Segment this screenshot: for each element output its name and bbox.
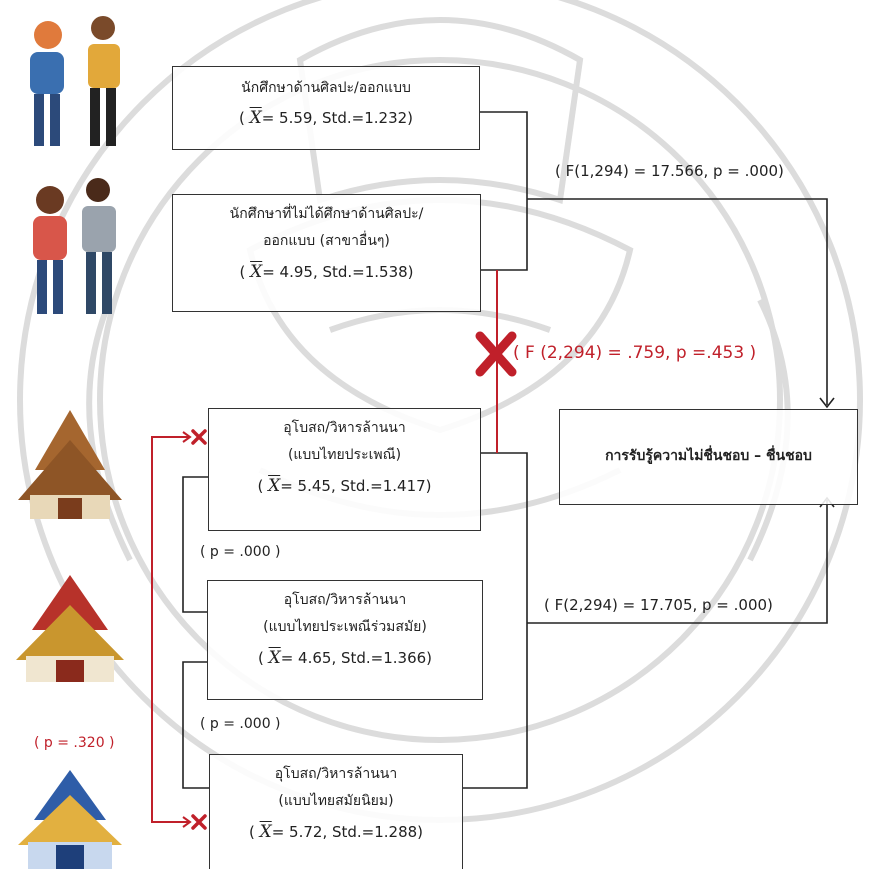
art-students-illustration (30, 16, 120, 146)
temple-traditional-stat: ( X= 5.45, Std.=1.417) (257, 475, 432, 496)
arrowheads-red (182, 431, 192, 828)
temple-traditional-label-1: อุโบสถ/วิหารล้านนา (283, 420, 406, 436)
contemporary-temple-illustration (16, 575, 124, 682)
temple-effect-stat: ( F(2,294) = 17.705, p = .000) (544, 596, 773, 614)
temple-modern-stat: ( X= 5.72, Std.=1.288) (248, 821, 424, 842)
art-students-label: นักศึกษาด้านศิลปะ/ออกแบบ (241, 80, 411, 96)
red-x-mark-icon (475, 331, 517, 377)
temple-contemporary-label-2: (แบบไทยประเพณีร่วมสมัย) (263, 619, 427, 636)
art-students-stat: ( X= 5.59, Std.=1.232) (238, 108, 414, 129)
small-red-x-mark-icon (191, 429, 207, 830)
pair-contemporary-modern-stat: ( p = .000 ) (200, 716, 281, 732)
non-art-students-label-2: ออกแบบ (สาขาอื่นๆ) (263, 233, 390, 250)
temple-contemporary-box: อุโบสถ/วิหารล้านนา (แบบไทยประเพณีร่วมสมั… (207, 580, 483, 700)
non-art-students-label-1: นักศึกษาที่ไม่ได้ศึกษาด้านศิลปะ/ (229, 206, 424, 222)
temple-modern-label-2: (แบบไทยสมัยนิยม) (278, 793, 394, 810)
outcome-box: การรับรู้ความไม่ชื่นชอบ – ชื่นชอบ (559, 409, 858, 505)
non-art-students-stat: ( X= 4.95, Std.=1.538) (239, 261, 414, 282)
temple-modern-box: อุโบสถ/วิหารล้านนา (แบบไทยสมัยนิยม) ( X=… (209, 754, 463, 869)
pair-traditional-modern-stat: ( p = .320 ) (34, 735, 115, 751)
connector-lines (182, 111, 828, 789)
temple-contemporary-label-1: อุโบสถ/วิหารล้านนา (283, 592, 407, 608)
modern-temple-illustration (18, 770, 122, 869)
outcome-label: การรับรู้ความไม่ชื่นชอบ – ชื่นชอบ (605, 448, 812, 464)
art-students-box: นักศึกษาด้านศิลปะ/ออกแบบ ( X= 5.59, Std.… (172, 66, 480, 150)
temple-contemporary-stat: ( X= 4.65, Std.=1.366) (257, 647, 433, 668)
traditional-temple-illustration (18, 410, 122, 519)
temple-modern-label-1: อุโบสถ/วิหารล้านนา (274, 766, 398, 782)
non-art-students-box: นักศึกษาที่ไม่ได้ศึกษาด้านศิลปะ/ ออกแบบ … (172, 194, 481, 312)
student-effect-stat: ( F(1,294) = 17.566, p = .000) (555, 162, 784, 180)
pair-traditional-contemporary-stat: ( p = .000 ) (200, 544, 281, 560)
non-art-students-illustration (33, 178, 116, 314)
temple-traditional-box: อุโบสถ/วิหารล้านนา (แบบไทยประเพณี) ( X= … (208, 408, 481, 531)
temple-traditional-label-2: (แบบไทยประเพณี) (287, 447, 402, 464)
interaction-effect-stat: ( F (2,294) = .759, p =.453 ) (513, 343, 757, 363)
